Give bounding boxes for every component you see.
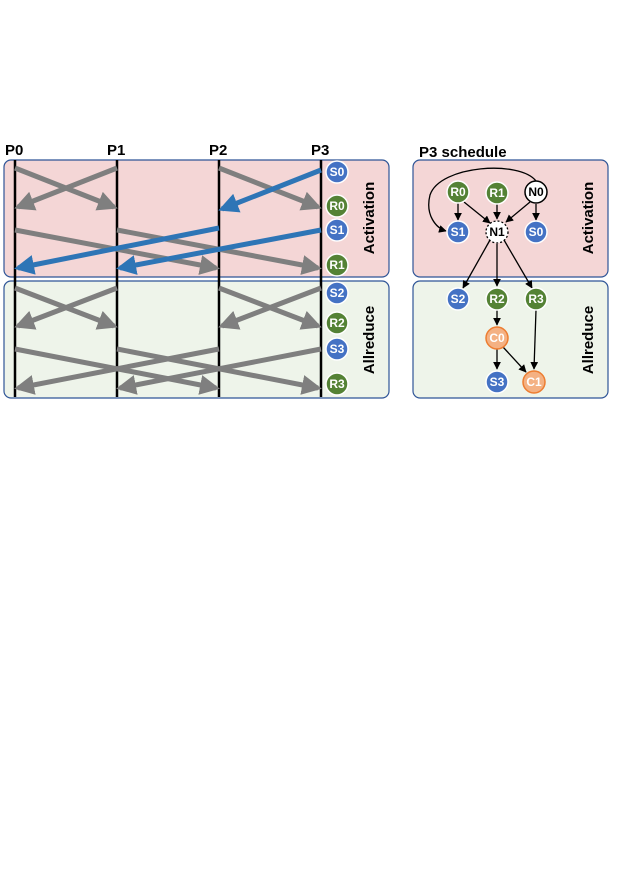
p3-send-arrow xyxy=(218,167,322,213)
allreduce-section-bg xyxy=(3,280,390,399)
p3-send-arrow xyxy=(116,227,322,275)
schedule-node-s0: S0 xyxy=(524,220,548,244)
message-arrow xyxy=(218,165,322,211)
message-arrow xyxy=(14,346,220,395)
op-label: R1 xyxy=(329,258,345,272)
op-label: R2 xyxy=(329,316,345,330)
op-label: S1 xyxy=(330,223,345,237)
op-label: S2 xyxy=(330,286,345,300)
node-label: N0 xyxy=(528,185,544,199)
node-label: S0 xyxy=(529,225,544,239)
node-label: S2 xyxy=(451,292,466,306)
op-label: R0 xyxy=(329,199,345,213)
message-arrow xyxy=(14,285,118,330)
node-label: C0 xyxy=(489,331,505,345)
node-label: R0 xyxy=(450,185,466,199)
message-arrow xyxy=(14,165,118,211)
process-label-p2: P2 xyxy=(209,142,227,159)
node-label: R2 xyxy=(489,292,505,306)
process-label-p1: P1 xyxy=(107,142,125,159)
node-label: R1 xyxy=(489,186,505,200)
schedule-section-label-activation: Activation xyxy=(580,182,597,255)
p3-op-recv-r1: R1 xyxy=(325,253,349,277)
node-label: S3 xyxy=(490,375,505,389)
node-label: R3 xyxy=(528,292,544,306)
p3-op-send-s0: S0 xyxy=(325,160,349,184)
section-label-activation: Activation xyxy=(361,182,378,255)
schedule-node-n1: N1 xyxy=(485,220,509,244)
p3-op-recv-r2: R2 xyxy=(325,311,349,335)
edge-c0-c1 xyxy=(502,346,527,373)
op-label: R3 xyxy=(329,377,345,391)
edge-n0-s1 xyxy=(428,167,537,233)
node-label: C1 xyxy=(526,375,542,389)
edge-n0-n1 xyxy=(505,201,531,223)
timeline-panel: P0 P1 P2 P3 xyxy=(3,142,390,399)
edge-r3-c1 xyxy=(530,309,539,370)
schedule-section-label-allreduce: Allreduce xyxy=(580,306,597,374)
message-arrow xyxy=(116,346,322,395)
schedule-node-r1: R1 xyxy=(485,181,509,205)
dependency-edges xyxy=(428,167,540,373)
schedule-node-s1: S1 xyxy=(446,220,470,244)
p3-op-send-s3: S3 xyxy=(325,337,349,361)
schedule-node-s2: S2 xyxy=(446,287,470,311)
section-label-allreduce: Allreduce xyxy=(361,306,378,374)
p3-op-send-s2: S2 xyxy=(325,281,349,305)
schedule-node-c1: C1 xyxy=(522,370,546,394)
node-label: S1 xyxy=(451,225,466,239)
schedule-node-c0: C0 xyxy=(485,326,509,350)
p3-send-arrow xyxy=(14,225,220,275)
schedule-node-r0: R0 xyxy=(446,180,470,204)
edge-r0-n1 xyxy=(463,201,491,224)
process-label-p0: P0 xyxy=(5,142,23,159)
schedule-panel: P3 schedule Activation Allreduce R0 xyxy=(412,144,609,399)
schedule-node-s3: S3 xyxy=(485,370,509,394)
edge-n1-r3 xyxy=(503,239,533,289)
schedule-title: P3 schedule xyxy=(419,144,507,161)
node-label: N1 xyxy=(489,225,505,239)
process-label-p3: P3 xyxy=(311,142,329,159)
schedule-allreduce-bg xyxy=(412,280,609,399)
schedule-node-n0: N0 xyxy=(524,180,548,204)
p3-op-send-s1: S1 xyxy=(325,218,349,242)
edge-n1-s2 xyxy=(462,239,491,289)
op-label: S3 xyxy=(330,342,345,356)
message-arrow xyxy=(218,285,322,330)
schedule-node-r3: R3 xyxy=(524,287,548,311)
p3-op-recv-r0: R0 xyxy=(325,194,349,218)
p3-op-recv-r3: R3 xyxy=(325,372,349,396)
schedule-node-r2: R2 xyxy=(485,287,509,311)
op-label: S0 xyxy=(330,165,345,179)
